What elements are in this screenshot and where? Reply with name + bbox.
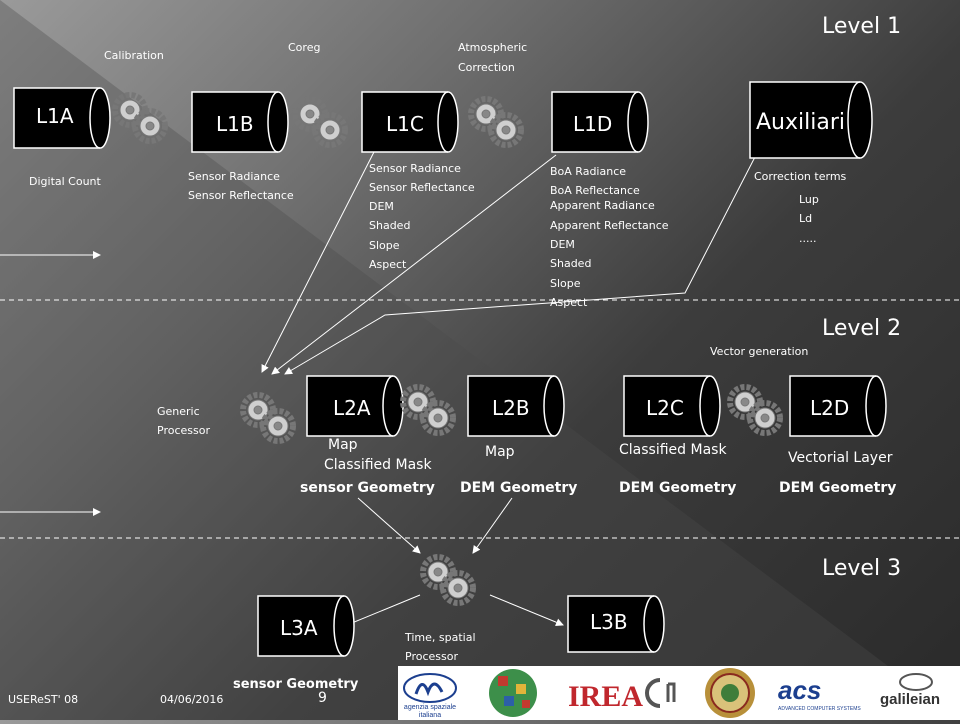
- step-coreg: Coreg: [288, 41, 321, 54]
- note-l1d-6: Slope: [550, 277, 581, 290]
- level-3-label: Level 3: [822, 556, 902, 581]
- galileian-logo: galileian: [880, 673, 940, 708]
- page-number: 9: [318, 690, 327, 706]
- cnr-logo: [645, 678, 676, 708]
- node-l2b-shape: [467, 375, 565, 437]
- note-l1b-0: Sensor Radiance: [188, 170, 280, 183]
- gear-icon: [112, 92, 168, 144]
- note-l2d-layer: Vectorial Layer: [788, 450, 893, 466]
- step-calibration: Calibration: [104, 49, 164, 62]
- node-l3a[interactable]: L3A: [280, 616, 318, 640]
- geom-l2c: DEM Geometry: [619, 480, 737, 496]
- node-l3b-shape: [567, 595, 665, 653]
- geom-l3a: sensor Geometry: [233, 677, 359, 692]
- acs-subtitle: ADVANCED COMPUTER SYSTEMS: [778, 706, 861, 712]
- globe-logo: [489, 669, 537, 717]
- step-generic-1: Generic: [157, 405, 200, 418]
- footer-date: 04/06/2016: [160, 693, 224, 706]
- arrow-l1d-generic: [271, 154, 557, 375]
- node-l1d[interactable]: L1D: [573, 112, 613, 136]
- note-l1c-4: Slope: [369, 239, 400, 252]
- note-l1d-1: BoA Reflectance: [550, 184, 640, 197]
- note-aux-2: Ld: [799, 212, 813, 225]
- note-l2c-mask: Classified Mask: [619, 442, 727, 458]
- step-vector-generation: Vector generation: [710, 345, 809, 358]
- arrow-aux-generic: [284, 154, 757, 375]
- note-aux-1: Lup: [799, 193, 819, 206]
- gear-icon: [400, 384, 456, 436]
- node-l2a[interactable]: L2A: [333, 396, 371, 420]
- node-l2d-shape: [789, 375, 887, 437]
- note-l1d-4: DEM: [550, 238, 575, 251]
- arrow-l1c-generic: [261, 149, 376, 373]
- gear-icon: [727, 384, 783, 436]
- note-l1b-1: Sensor Reflectance: [188, 189, 294, 202]
- node-l1b[interactable]: L1B: [216, 112, 254, 136]
- node-l1c[interactable]: L1C: [386, 112, 424, 136]
- node-l2c[interactable]: L2C: [646, 396, 684, 420]
- node-l1b-shape: [191, 91, 289, 153]
- gear-icon: [420, 554, 476, 606]
- step-atmospheric-1: Atmospheric: [458, 41, 528, 54]
- note-l1d-3: Apparent Reflectance: [550, 219, 669, 232]
- geom-l2d: DEM Geometry: [779, 480, 897, 496]
- geom-l2b: DEM Geometry: [460, 480, 578, 496]
- note-aux-3: .....: [799, 232, 817, 245]
- arrow-l2b-time: [472, 497, 513, 554]
- node-l2c-shape: [623, 375, 721, 437]
- node-l1c-shape: [361, 91, 459, 153]
- level-2-label: Level 2: [822, 316, 902, 341]
- node-aux[interactable]: Auxiliari: [756, 110, 845, 135]
- irea-logo: IREA: [568, 680, 643, 713]
- step-generic-2: Processor: [157, 424, 210, 437]
- note-l1d-0: BoA Radiance: [550, 165, 627, 178]
- arrow-l2a-time: [357, 497, 421, 554]
- note-l2a-map: Map: [328, 437, 358, 453]
- galileian-text: galileian: [880, 691, 940, 708]
- gear-icon: [240, 392, 296, 444]
- note-aux-0: Correction terms: [754, 170, 847, 183]
- note-l2b-map: Map: [485, 444, 515, 460]
- asi-logo: agenzia spaziale italiana: [403, 673, 457, 719]
- logo-strip: agenzia spaziale italiana IREA acs ADVAN…: [398, 666, 960, 720]
- acs-logo: acs: [778, 675, 821, 705]
- level-1-label: Level 1: [822, 14, 902, 39]
- node-l3b[interactable]: L3B: [590, 610, 628, 634]
- note-l1d-5: Shaded: [550, 257, 592, 270]
- gear-icon: [468, 96, 524, 148]
- note-l1a-0: Digital Count: [29, 175, 101, 188]
- note-l1c-0: Sensor Radiance: [369, 162, 461, 175]
- step-atmospheric-2: Correction: [458, 61, 515, 74]
- note-l1d-2: Apparent Radiance: [550, 199, 655, 212]
- note-l1c-1: Sensor Reflectance: [369, 181, 475, 194]
- seal-logo: [705, 668, 755, 718]
- arrow-time-l3b: [489, 594, 564, 627]
- gear-icon: [292, 96, 348, 148]
- node-aux-shape: [749, 81, 873, 159]
- asi-text-2: italiana: [419, 712, 441, 719]
- node-l2a-shape: [306, 375, 404, 437]
- asi-text-1: agenzia spaziale: [404, 704, 456, 711]
- node-l3a-shape: [257, 595, 355, 657]
- geom-l2a: sensor Geometry: [300, 480, 435, 496]
- note-l2a-mask: Classified Mask: [324, 457, 432, 473]
- note-l1c-3: Shaded: [369, 219, 411, 232]
- node-l2b[interactable]: L2B: [492, 396, 530, 420]
- note-l1d-7: Aspect: [550, 296, 588, 309]
- node-l2d[interactable]: L2D: [810, 396, 850, 420]
- note-l1c-5: Aspect: [369, 258, 407, 271]
- node-l1a-shape: [13, 87, 111, 149]
- step-time-2: Processor: [405, 650, 458, 663]
- note-l1c-2: DEM: [369, 200, 394, 213]
- node-l1d-shape: [551, 91, 649, 153]
- node-l1a[interactable]: L1A: [36, 104, 74, 128]
- step-time-1: Time, spatial: [405, 631, 476, 644]
- footer-event: USEReST' 08: [8, 693, 79, 706]
- partner-logos: agenzia spaziale italiana IREA acs ADVAN…: [403, 668, 940, 719]
